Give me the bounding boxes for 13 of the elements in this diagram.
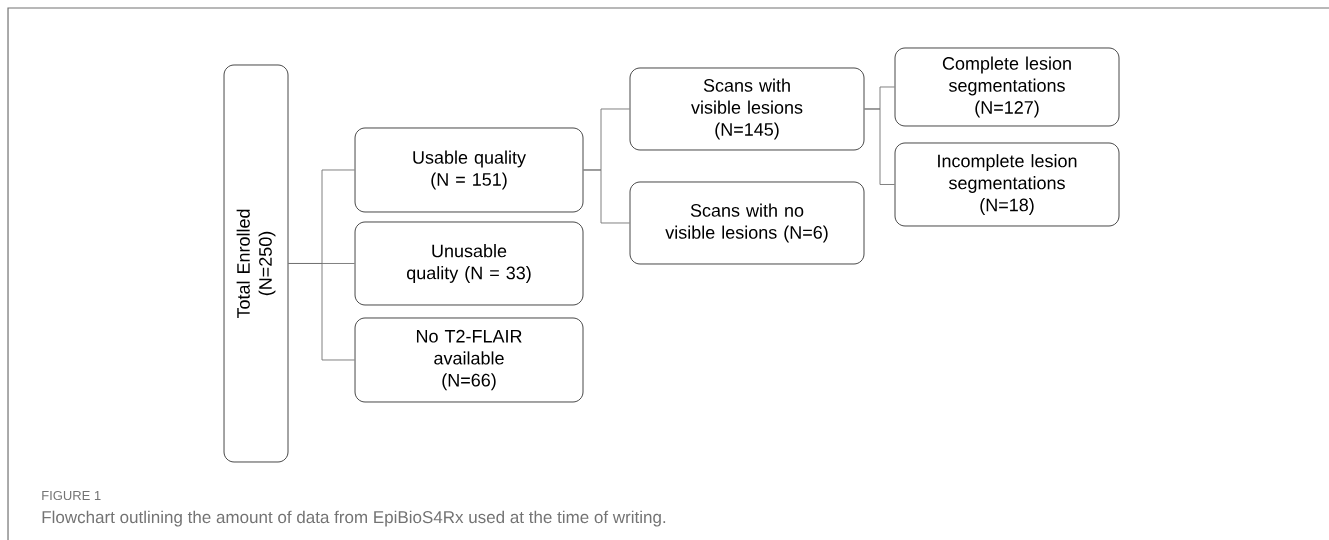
process-box: Scans with no visible lesions (N=6) — [629, 181, 865, 265]
connector-line — [864, 108, 895, 185]
process-box: Incomplete lesion segmentations (N=18) — [894, 142, 1120, 227]
caption: Flowchart outlining the amount of data from EpiBioS4Rx used at the time of writing. — [42, 510, 666, 527]
process-box: Usable quality (N = 151) — [354, 127, 584, 213]
process-box: Scans with visible lesions (N=145) — [629, 67, 865, 151]
figure-number: FIGURE 1 — [42, 490, 101, 501]
connector-line — [288, 263, 355, 361]
connector-line — [583, 169, 630, 224]
process-box: Total Enrolled (N=250) — [223, 64, 289, 463]
process-box: No T2-FLAIR available (N=66) — [354, 317, 584, 403]
process-box: Complete lesion segmentations (N=127) — [894, 47, 1120, 127]
process-box: Unusable quality (N = 33) — [354, 221, 584, 306]
